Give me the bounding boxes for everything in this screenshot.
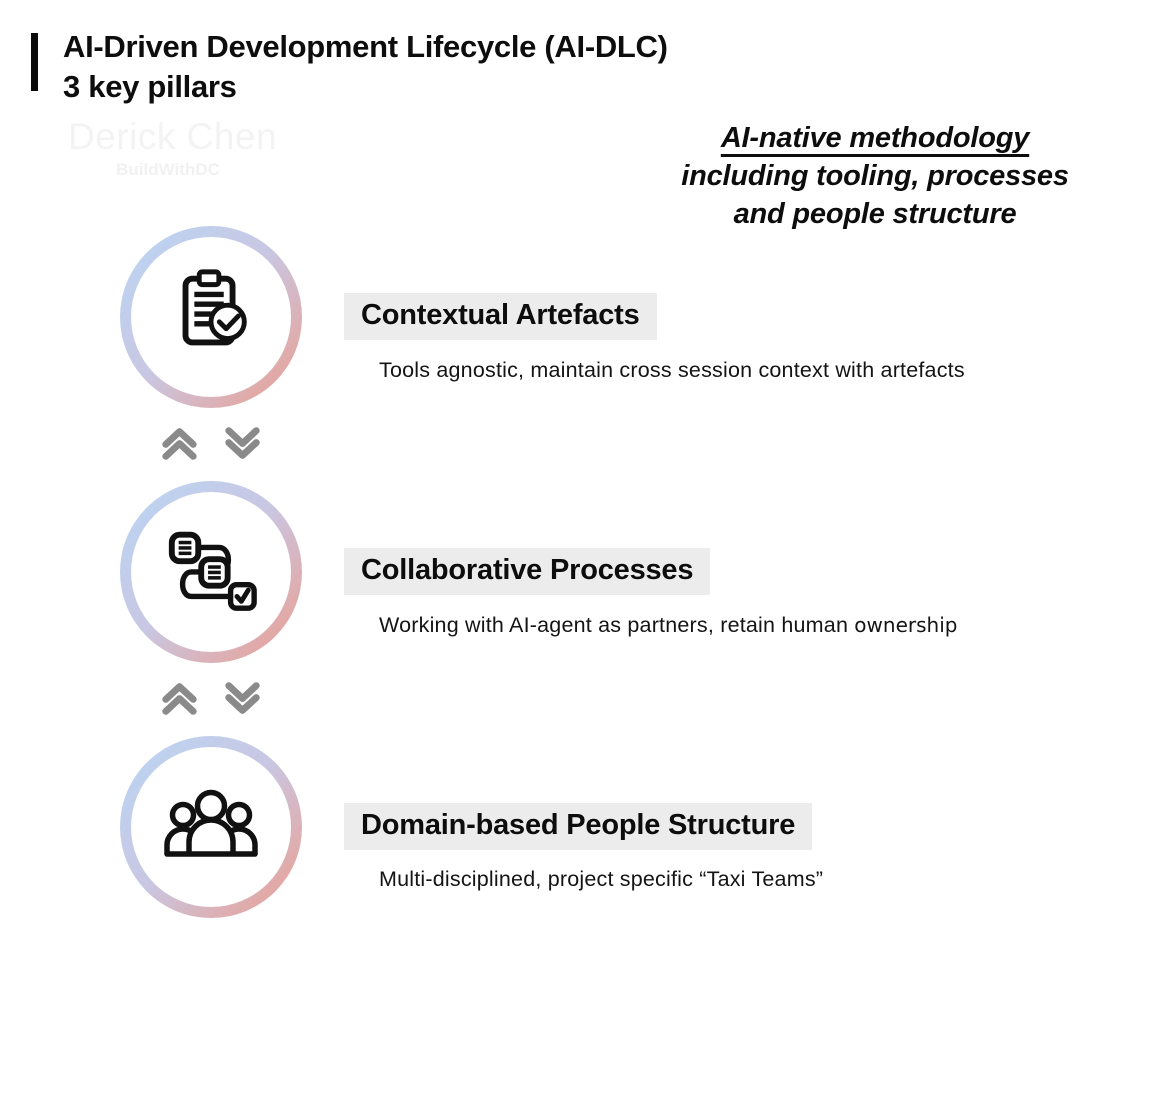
swap-chevrons [161,682,261,720]
pillar-description-suffix: ownership [854,613,958,637]
pillar-icon-ring [120,226,302,408]
clipboard-check-icon [162,266,260,369]
people-group-icon [161,775,261,880]
pillar-heading-contextual-artefacts: Contextual Artefacts [344,293,657,340]
workflow-process-icon [162,521,260,624]
pillar-heading-domain-based-people-structure: Domain-based People Structure [344,803,813,850]
double-chevron-up-icon [161,427,198,465]
pillar-description: Working with AI-agent as partners, retai… [379,613,958,637]
pillar-icon-ring [120,736,302,918]
methodology-note-line3: and people structure [733,198,1017,230]
page-title-line1: AI-Driven Development Lifecycle (AI-DLC) [63,29,668,64]
pillar-description: Tools agnostic, maintain cross session c… [379,358,965,382]
title-accent-bar [31,33,38,91]
double-chevron-down-icon [224,682,261,720]
watermark-name: Derick Chen [68,116,278,157]
pillar-description: Multi-disciplined, project specific “Tax… [379,867,824,891]
methodology-note-line1: AI-native methodology [720,122,1030,154]
double-chevron-up-icon [161,682,198,720]
page-title-line2: 3 key pillars [63,69,237,104]
watermark-handle: BuildWithDC [116,160,220,179]
methodology-note: AI-native methodology including tooling,… [645,119,1105,233]
pillar-heading-collaborative-processes: Collaborative Processes [344,548,711,595]
watermark: Derick Chen BuildWithDC [68,116,278,180]
swap-chevrons [161,427,261,465]
page-title: AI-Driven Development Lifecycle (AI-DLC)… [63,27,668,107]
pillar-icon-ring [120,481,302,663]
double-chevron-down-icon [224,427,261,465]
methodology-note-line2: including tooling, processes [681,160,1069,192]
